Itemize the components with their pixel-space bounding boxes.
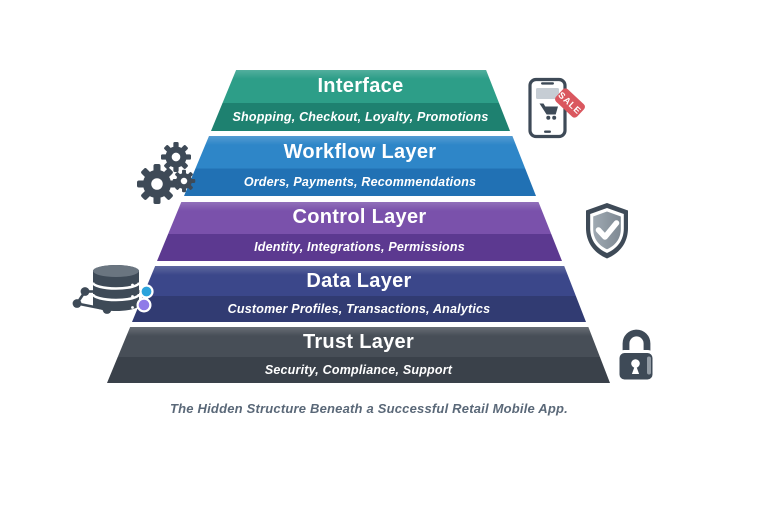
layer-subtitle: Shopping, Checkout, Loyalty, Promotions [232,109,489,124]
keyhole-glyph [631,359,640,374]
smartphone-shopping-icon: SALE [528,77,585,139]
layer-title: Interface [317,74,404,97]
cart-glyph [539,103,558,120]
node-purple [136,297,152,313]
layer-title: Control Layer [292,206,427,229]
checkmark-glyph [595,220,620,240]
pyramid-layer-trust: Trust Layer Security, Compliance, Suppor… [107,327,610,383]
node-blue [139,284,154,299]
gears-icon [137,142,196,204]
database-network-icon [72,265,154,314]
layer-subtitle: Customer Profiles, Transactions, Analyti… [227,302,491,317]
layer-subtitle: Identity, Integrations, Permissions [254,240,465,255]
network-nodes [72,284,154,314]
pyramid-layer-interface: Interface Shopping, Checkout, Loyalty, P… [211,70,510,131]
banner-rect [536,88,559,99]
lock-highlight [647,356,651,375]
layer-title: Trust Layer [302,330,415,353]
pyramid-layer-control: Control Layer Identity, Integrations, Pe… [157,202,562,261]
shield-check-icon [586,203,628,259]
database-cylinder [91,265,141,311]
caption-text: The Hidden Structure Beneath a Successfu… [170,401,568,416]
layer-subtitle: Orders, Payments, Recommendations [243,175,477,190]
pyramid-layer-data: Data Layer Customer Profiles, Transactio… [132,266,586,322]
layer-title: Workflow Layer [283,140,437,163]
layer-title: Data Layer [306,269,412,292]
pyramid-layer-workflow: Workflow Layer Orders, Payments, Recomme… [184,136,536,196]
padlock-icon [616,327,656,383]
layer-subtitle: Security, Compliance, Support [264,363,453,378]
